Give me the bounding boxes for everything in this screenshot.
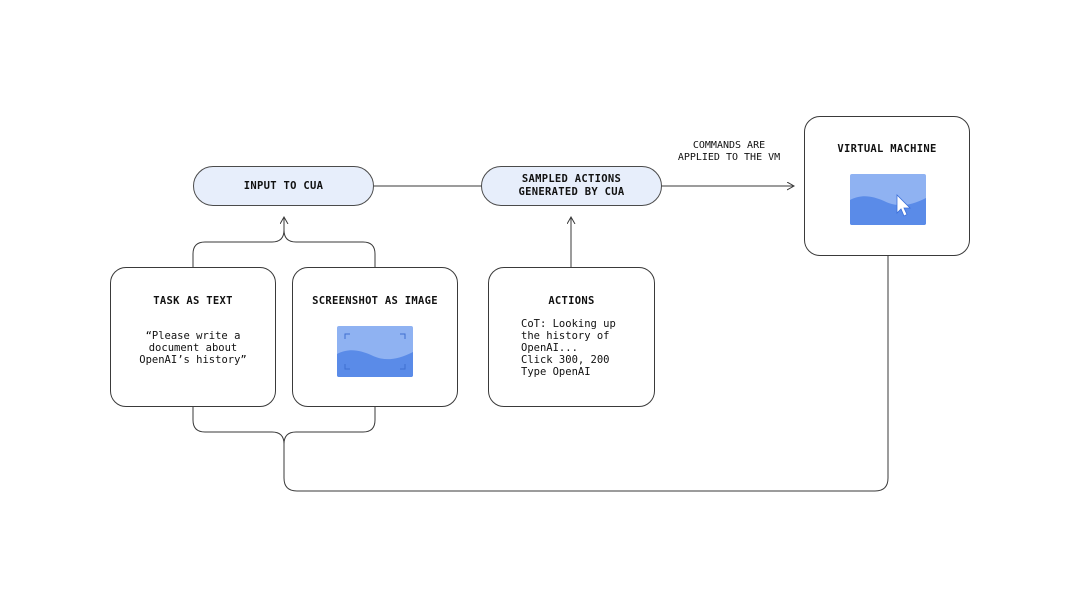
actions-box-text: CoT: Looking up the history of OpenAI...… xyxy=(521,318,616,378)
input-node-label: INPUT TO CUA xyxy=(243,179,324,192)
virtual-machine-box: VIRTUAL MACHINE xyxy=(804,116,970,256)
virtual-machine-title: VIRTUAL MACHINE xyxy=(837,143,937,155)
input-node: INPUT TO CUA xyxy=(193,166,374,206)
commands-label: COMMANDS ARE APPLIED TO THE VM xyxy=(677,140,781,163)
actions-box: ACTIONS CoT: Looking up the history of O… xyxy=(488,267,655,407)
screenshot-box: SCREENSHOT AS IMAGE xyxy=(292,267,458,407)
lower-merge-brace xyxy=(192,407,376,445)
screen-with-cursor-icon xyxy=(850,174,926,225)
feedback-loop-line xyxy=(283,256,889,492)
task-box-title: TASK AS TEXT xyxy=(153,295,233,307)
sampled-actions-node: SAMPLED ACTIONS GENERATED BY CUA xyxy=(481,166,662,206)
screenshot-box-title: SCREENSHOT AS IMAGE xyxy=(312,295,438,307)
task-box: TASK AS TEXT “Please write a document ab… xyxy=(110,267,276,407)
upper-merge-brace xyxy=(192,219,376,267)
screenshot-image-icon xyxy=(337,326,413,377)
actions-box-title: ACTIONS xyxy=(548,295,595,307)
sampled-actions-label: SAMPLED ACTIONS GENERATED BY CUA xyxy=(518,173,625,198)
task-box-text: “Please write a document about OpenAI’s … xyxy=(139,330,247,366)
